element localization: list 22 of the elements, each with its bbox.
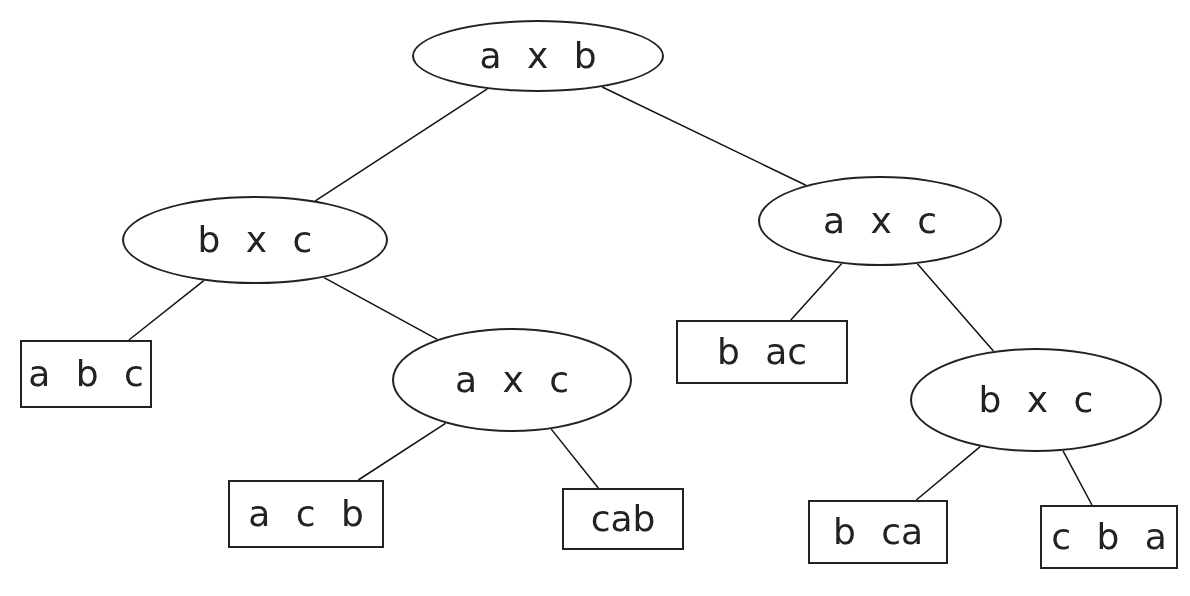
box-node [808, 500, 948, 564]
connector-line [915, 445, 981, 501]
box-node [562, 488, 684, 550]
connector-line [601, 86, 807, 186]
node-text: a x c [454, 362, 569, 398]
connector-line [323, 276, 439, 341]
node-text: a c b [248, 496, 364, 532]
node-text: b x c [978, 382, 1094, 418]
box-node [228, 480, 384, 548]
node-text: a x c [822, 203, 937, 239]
connector-line [357, 422, 447, 481]
node-text: a b c [28, 356, 144, 392]
node-text: b ca [832, 514, 924, 550]
box-node [676, 320, 848, 384]
node-text: b x c [197, 222, 313, 258]
node-text: cab [590, 501, 656, 537]
box-node [20, 340, 152, 408]
node-text: b ac [716, 334, 808, 370]
node-text: a x b [479, 38, 597, 74]
connector-line [1062, 450, 1093, 506]
box-node [1040, 505, 1178, 569]
node-text: c b a [1051, 519, 1167, 555]
